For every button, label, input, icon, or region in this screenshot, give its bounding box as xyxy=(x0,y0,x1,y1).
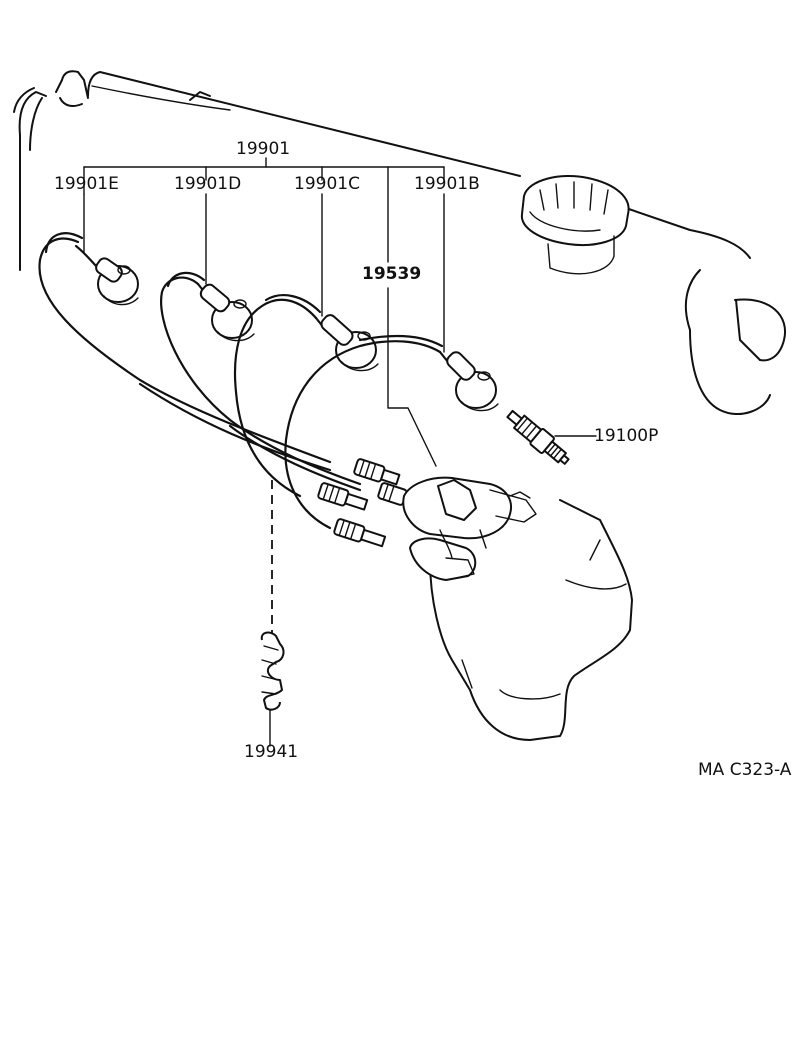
label-19539: 19539 xyxy=(362,264,422,284)
oil-filler-cap xyxy=(520,175,630,275)
label-19901d: 19901D xyxy=(174,174,242,194)
label-19901e: 19901E xyxy=(54,174,119,194)
distributor xyxy=(402,476,633,741)
label-19100p: 19100P xyxy=(594,426,659,446)
boot-e xyxy=(74,244,139,306)
spark-plug xyxy=(506,409,570,465)
label-leaders xyxy=(83,157,597,747)
engine-outline xyxy=(13,70,787,415)
label-19901c: 19901C xyxy=(294,174,360,194)
boot-c xyxy=(314,314,379,372)
ignition-wires xyxy=(38,232,444,530)
label-19941: 19941 xyxy=(244,742,299,762)
label-19901b: 19901B xyxy=(414,174,480,194)
cord-clamp xyxy=(260,480,285,711)
diagram-code: MA C323-A xyxy=(698,760,792,780)
boot-b xyxy=(438,350,499,412)
boot-d xyxy=(196,282,255,342)
label-19901: 19901 xyxy=(236,139,291,159)
plug-boots xyxy=(74,244,499,412)
